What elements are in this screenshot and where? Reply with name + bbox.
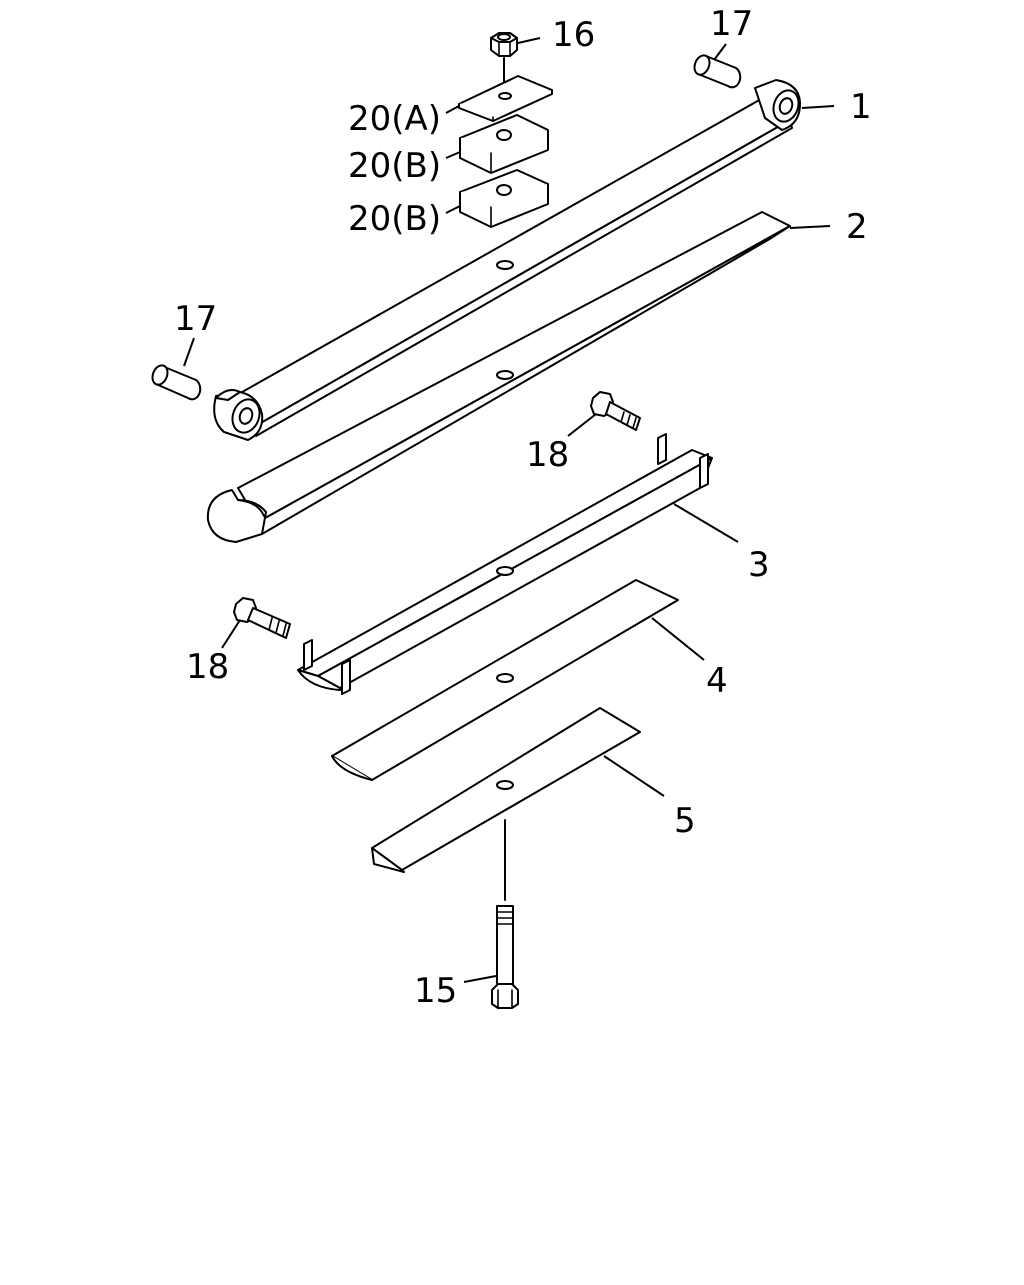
leader-lines bbox=[183, 37, 835, 983]
plate-20b-upper bbox=[459, 114, 549, 174]
callout-5: 5 bbox=[674, 801, 696, 841]
plate-20b-lower bbox=[459, 169, 549, 228]
callout-4: 4 bbox=[706, 661, 728, 701]
callout-20b-upper: 20(B) bbox=[348, 146, 441, 186]
bushing-17-upper bbox=[693, 54, 742, 89]
bolt-18-upper bbox=[590, 391, 641, 431]
leaf-3 bbox=[297, 433, 713, 695]
callout-18-upper: 18 bbox=[526, 435, 569, 475]
callout-1: 1 bbox=[850, 87, 872, 127]
callout-3: 3 bbox=[748, 545, 770, 585]
callout-16: 16 bbox=[552, 15, 595, 55]
second-leaf-2 bbox=[206, 211, 791, 543]
callout-17-upper: 17 bbox=[710, 4, 753, 44]
center-bolt-15 bbox=[491, 905, 519, 1009]
bushing-17-lower bbox=[151, 364, 202, 401]
callout-15: 15 bbox=[414, 971, 457, 1011]
nut-16 bbox=[490, 32, 518, 57]
plate-20a bbox=[458, 75, 553, 122]
callout-20a: 20(A) bbox=[348, 99, 441, 139]
bolt-18-lower bbox=[233, 597, 291, 639]
callout-18-lower: 18 bbox=[186, 647, 229, 687]
leaf-5 bbox=[371, 707, 641, 873]
callout-20b-lower: 20(B) bbox=[348, 199, 441, 239]
main-leaf-1 bbox=[213, 79, 801, 441]
leaf-4 bbox=[331, 579, 679, 781]
callout-2: 2 bbox=[846, 207, 868, 247]
callout-17-lower: 17 bbox=[174, 299, 217, 339]
